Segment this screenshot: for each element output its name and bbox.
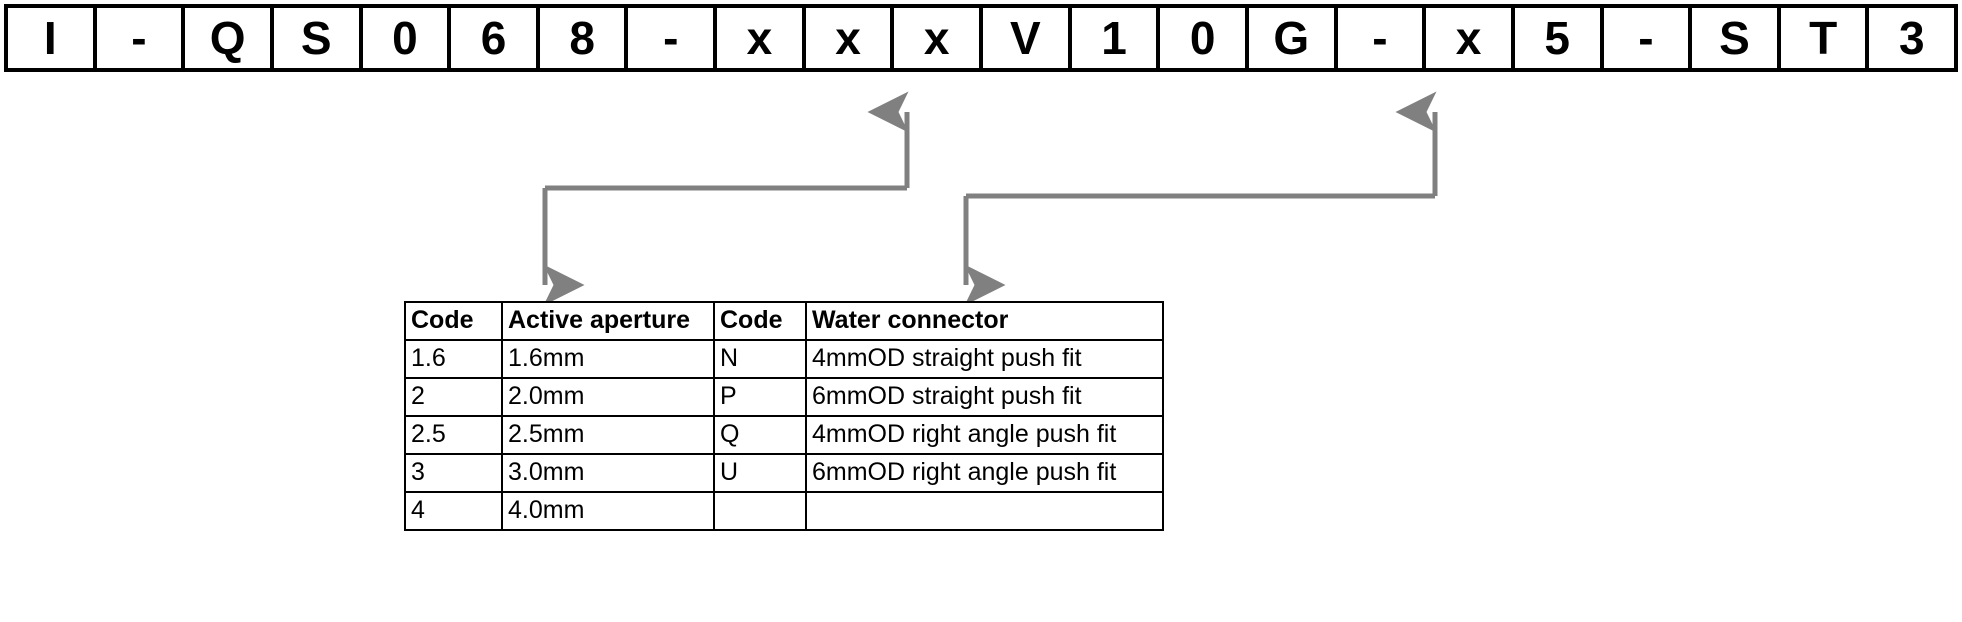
part-number-cell-1[interactable]: -	[96, 8, 186, 68]
cell-water-value: 6mmOD straight push fit	[805, 377, 1164, 417]
part-number-cell-11[interactable]: V	[983, 8, 1072, 68]
options-table: Code Active aperture Code Water connecto…	[404, 301, 1164, 531]
cell-aperture-code: 3	[404, 453, 503, 493]
cell-water-code: P	[713, 377, 807, 417]
part-number-cell-12[interactable]: 1	[1071, 8, 1161, 68]
column-header-active-aperture: Active aperture	[501, 301, 715, 341]
table-row: 2 2.0mm P 6mmOD straight push fit	[404, 377, 1164, 417]
part-number-cell-6[interactable]: 8	[539, 8, 629, 68]
cell-water-code: N	[713, 339, 807, 379]
cell-aperture-value: 1.6mm	[501, 339, 715, 379]
cell-aperture-value: 3.0mm	[501, 453, 715, 493]
part-number-cell-18[interactable]: -	[1603, 8, 1693, 68]
cell-aperture-value: 2.5mm	[501, 415, 715, 455]
table-row: 2.5 2.5mm Q 4mmOD right angle push fit	[404, 415, 1164, 455]
part-number-cell-8[interactable]: x	[717, 8, 806, 68]
water-connector-callout-arrow	[963, 91, 1438, 306]
part-number-cell-16[interactable]: x	[1426, 8, 1515, 68]
cell-aperture-code: 1.6	[404, 339, 503, 379]
column-header-code-aperture: Code	[404, 301, 503, 341]
cell-water-code: Q	[713, 415, 807, 455]
part-number-strip: I - Q S 0 6 8 - x x x V 1 0 G - x 5 - S …	[4, 4, 1958, 72]
part-number-cell-5[interactable]: 6	[451, 8, 540, 68]
part-number-cell-0[interactable]: I	[8, 8, 97, 68]
cell-water-value: 6mmOD right angle push fit	[805, 453, 1164, 493]
cell-aperture-value: 4.0mm	[501, 491, 715, 531]
cell-water-value: 4mmOD straight push fit	[805, 339, 1164, 379]
cell-aperture-code: 2	[404, 377, 503, 417]
part-number-cell-15[interactable]: -	[1337, 8, 1427, 68]
part-number-cell-13[interactable]: 0	[1160, 8, 1249, 68]
part-number-cell-21[interactable]: 3	[1869, 8, 1955, 68]
column-header-code-water: Code	[713, 301, 807, 341]
part-number-cell-4[interactable]: 0	[362, 8, 452, 68]
column-header-water-connector: Water connector	[805, 301, 1164, 341]
part-number-cell-2[interactable]: Q	[185, 8, 274, 68]
table-header-row: Code Active aperture Code Water connecto…	[404, 301, 1164, 341]
part-number-cell-14[interactable]: G	[1248, 8, 1338, 68]
table-row: 4 4.0mm	[404, 491, 1164, 531]
cell-aperture-code: 4	[404, 491, 503, 531]
options-table-container: Code Active aperture Code Water connecto…	[404, 301, 1164, 531]
table-row: 3 3.0mm U 6mmOD right angle push fit	[404, 453, 1164, 493]
cell-aperture-code: 2.5	[404, 415, 503, 455]
part-number-cell-20[interactable]: T	[1780, 8, 1870, 68]
part-number-cell-9[interactable]: x	[805, 8, 895, 68]
cell-water-code: U	[713, 453, 807, 493]
table-row: 1.6 1.6mm N 4mmOD straight push fit	[404, 339, 1164, 379]
part-number-cell-3[interactable]: S	[273, 8, 363, 68]
part-number-cell-17[interactable]: 5	[1514, 8, 1604, 68]
cell-water-value	[805, 491, 1164, 531]
cell-water-value: 4mmOD right angle push fit	[805, 415, 1164, 455]
part-number-cell-10[interactable]: x	[894, 8, 984, 68]
part-number-cell-19[interactable]: S	[1692, 8, 1781, 68]
cell-water-code	[713, 491, 807, 531]
cell-aperture-value: 2.0mm	[501, 377, 715, 417]
active-aperture-callout-arrow	[542, 91, 910, 306]
part-number-cell-7[interactable]: -	[628, 8, 718, 68]
